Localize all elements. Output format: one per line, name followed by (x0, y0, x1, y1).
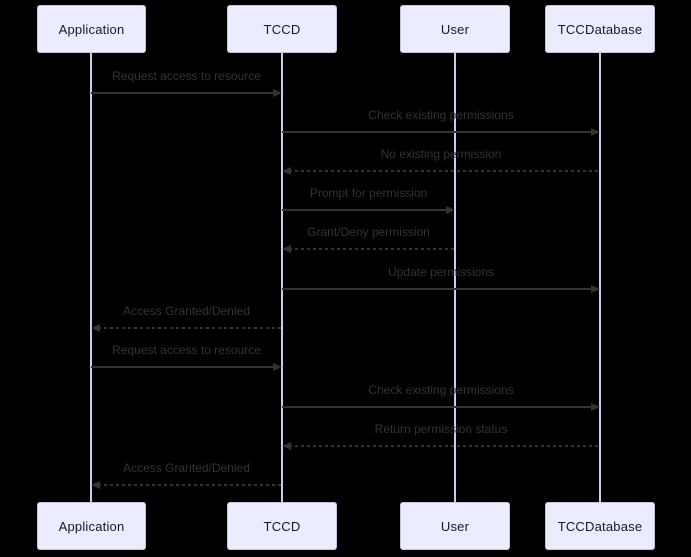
actor-box-tccdatabase-bottom: TCCDatabase (545, 502, 655, 550)
arrowhead-icon (91, 481, 100, 489)
arrowhead-icon (282, 442, 291, 450)
message-label: Check existing permissions (368, 108, 514, 122)
message-label: Update permissions (387, 265, 495, 279)
arrowhead-icon (446, 206, 455, 214)
message-line-dashed (98, 327, 282, 329)
actor-box-application-top: Application (37, 5, 146, 53)
actor-box-application-bottom: Application (37, 502, 146, 550)
actor-label: Application (58, 518, 125, 534)
message-line-dashed (289, 445, 600, 447)
actor-label: TCCD (263, 21, 301, 37)
arrowhead-icon (91, 324, 100, 332)
message-label: Request access to resource (112, 343, 261, 357)
message-line-solid (91, 92, 275, 94)
arrowhead-icon (591, 285, 600, 293)
actor-box-user-top: User (400, 5, 510, 53)
message-line-solid (282, 131, 593, 133)
message-label: Access Granted/Denied (123, 304, 250, 318)
actor-box-tccdatabase-top: TCCDatabase (545, 5, 655, 53)
lifeline-tccdatabase (599, 53, 601, 503)
actor-label: TCCDatabase (557, 21, 643, 37)
arrowhead-icon (591, 403, 600, 411)
actor-label: User (440, 21, 470, 37)
message-label: Access Granted/Denied (123, 461, 250, 475)
message-line-solid (91, 366, 275, 368)
actor-label: TCCD (263, 518, 301, 534)
lifeline-tccd (281, 53, 283, 503)
actor-box-tccd-bottom: TCCD (227, 502, 337, 550)
message-label: Prompt for permission (309, 186, 428, 200)
message-line-solid (282, 406, 593, 408)
message-line-dashed (289, 170, 600, 172)
message-line-solid (282, 209, 448, 211)
actor-box-tccd-top: TCCD (227, 5, 337, 53)
arrowhead-icon (273, 89, 282, 97)
actor-label: User (440, 518, 470, 534)
message-label: Grant/Deny permission (307, 225, 430, 239)
actor-box-user-bottom: User (400, 502, 510, 550)
actor-label: Application (58, 21, 125, 37)
message-line-solid (282, 288, 593, 290)
arrowhead-icon (282, 245, 291, 253)
message-label: Check existing permissions (368, 383, 514, 397)
arrowhead-icon (591, 128, 600, 136)
message-label: Request access to resource (112, 69, 261, 83)
message-line-dashed (98, 484, 282, 486)
message-label: No existing permission (380, 147, 502, 161)
lifeline-user (454, 53, 456, 503)
message-label: Return permission status (374, 422, 508, 436)
actor-label: TCCDatabase (557, 518, 643, 534)
arrowhead-icon (273, 363, 282, 371)
lifeline-application (90, 53, 92, 503)
message-line-dashed (289, 248, 455, 250)
arrowhead-icon (282, 167, 291, 175)
